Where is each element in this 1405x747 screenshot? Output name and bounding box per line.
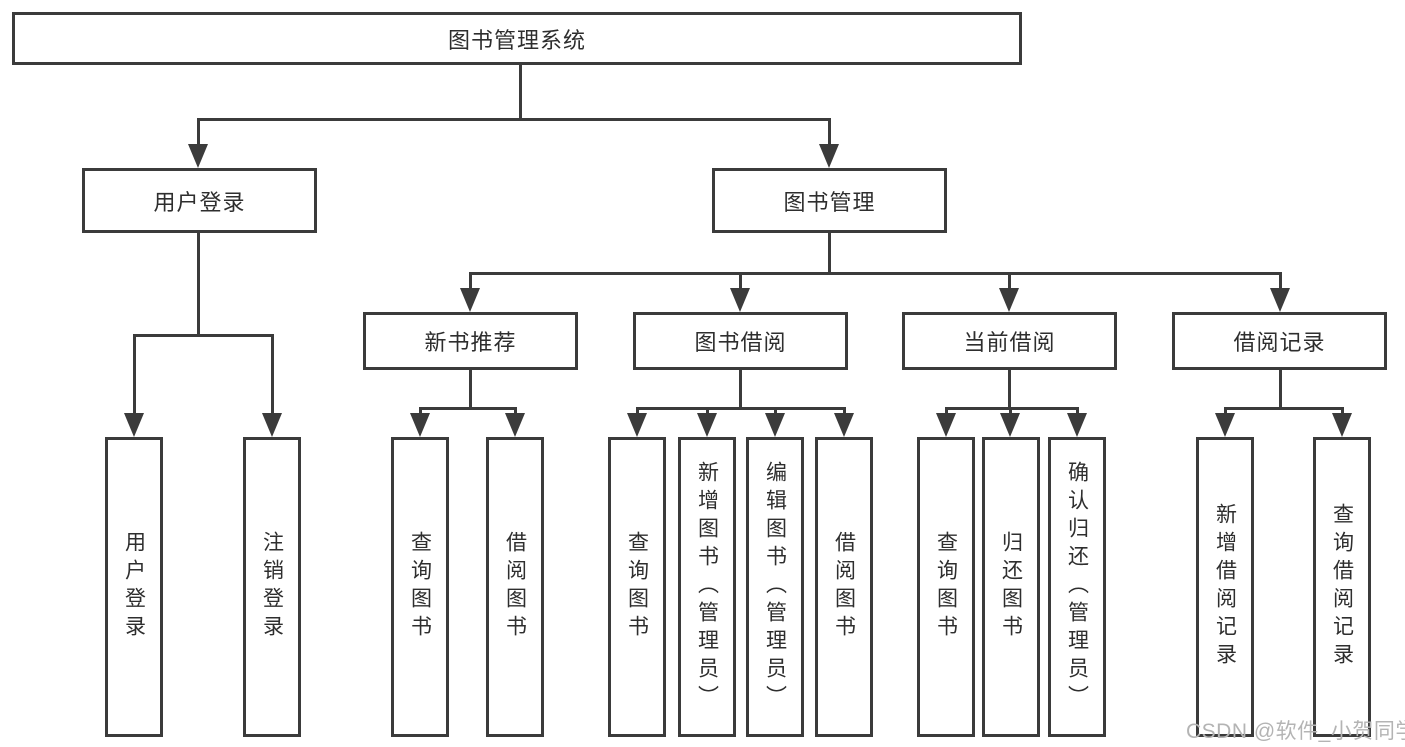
connector-line [469,272,472,292]
leaf-label: 新增图书（管理员） [695,461,719,713]
connector-line [1076,407,1079,417]
arrow-down-icon [1000,413,1020,437]
leaf-borrow-query-books: 查询图书 [608,437,666,737]
connector-line [636,407,846,410]
node-label: 图书管理 [783,189,876,215]
connector-line [1009,407,1012,417]
node-user-login: 用户登录 [82,168,317,233]
connector-line [197,118,200,148]
connector-line [469,370,472,410]
node-library-management-system: 图书管理系统 [12,12,1022,65]
arrow-down-icon [1215,413,1235,437]
leaf-label: 借阅图书 [832,531,856,643]
leaf-current-confirm-return-admin: 确认归还（管理员） [1048,437,1106,737]
arrow-down-icon [627,413,647,437]
leaf-borrow-borrow-books: 借阅图书 [815,437,873,737]
node-current-borrowing: 当前借阅 [902,312,1117,370]
leaf-logout: 注销登录 [243,437,301,737]
connector-line [1224,407,1344,410]
node-label: 图书借阅 [694,330,787,355]
leaf-borrow-add-books-admin: 新增图书（管理员） [678,437,736,737]
node-label: 借阅记录 [1233,330,1326,355]
connector-line [1008,272,1011,292]
arrow-down-icon [505,413,525,437]
arrow-down-icon [410,413,430,437]
arrow-down-icon [188,144,208,168]
leaf-label: 归还图书 [999,531,1023,643]
node-book-borrowing: 图书借阅 [633,312,848,370]
connector-line [419,407,517,410]
leaf-label: 确认归还（管理员） [1065,461,1089,713]
connector-line [197,233,200,336]
connector-line [1279,370,1282,410]
node-label: 用户登录 [153,189,246,215]
leaf-label: 查询图书 [625,531,649,643]
connector-line [706,407,709,417]
connector-line [945,407,1079,410]
node-borrowing-records: 借阅记录 [1172,312,1387,370]
connector-line [514,407,517,417]
connector-line [271,334,274,416]
node-new-book-recommend: 新书推荐 [363,312,578,370]
arrow-down-icon [730,288,750,312]
leaf-label: 查询图书 [408,531,432,643]
connector-line [843,407,846,417]
connector-line [828,118,831,148]
connector-line [1279,272,1282,292]
leaf-newbook-query-books: 查询图书 [391,437,449,737]
leaf-newbook-borrow-books: 借阅图书 [486,437,544,737]
leaf-user-login: 用户登录 [105,437,163,737]
connector-line [636,407,639,417]
connector-line [1008,370,1011,410]
node-book-management: 图书管理 [712,168,947,233]
leaf-current-query-books: 查询图书 [917,437,975,737]
connector-line [133,334,136,416]
arrow-down-icon [1067,413,1087,437]
connector-line [739,272,742,292]
node-label: 图书管理系统 [447,27,586,53]
leaf-records-add-record: 新增借阅记录 [1196,437,1254,737]
arrow-down-icon [1270,288,1290,312]
connector-line [197,118,831,121]
leaf-label: 借阅图书 [503,531,527,643]
node-label: 新书推荐 [424,330,517,355]
arrow-down-icon [819,144,839,168]
leaf-label: 新增借阅记录 [1213,503,1237,671]
arrow-down-icon [834,413,854,437]
arrow-down-icon [1332,413,1352,437]
connector-line [1341,407,1344,417]
arrow-down-icon [999,288,1019,312]
connector-line [774,407,777,417]
leaf-current-return-books: 归还图书 [982,437,1040,737]
connector-line [828,233,831,274]
arrow-down-icon [460,288,480,312]
leaf-label: 用户登录 [122,531,146,643]
connector-line [519,64,522,118]
connector-line [945,407,948,417]
arrow-down-icon [936,413,956,437]
connector-line [133,334,274,337]
connector-line [469,272,1282,275]
leaf-label: 查询图书 [934,531,958,643]
leaf-borrow-edit-books-admin: 编辑图书（管理员） [746,437,804,737]
connector-line [739,370,742,410]
connector-line [419,407,422,417]
arrow-down-icon [697,413,717,437]
leaf-label: 注销登录 [260,531,284,643]
connector-line [1224,407,1227,417]
csdn-watermark: CSDN @软件_小贺同学 [1186,720,1405,743]
leaf-label: 编辑图书（管理员） [763,461,787,713]
leaf-records-query-record: 查询借阅记录 [1313,437,1371,737]
arrow-down-icon [262,413,282,437]
arrow-down-icon [124,413,144,437]
arrow-down-icon [765,413,785,437]
leaf-label: 查询借阅记录 [1330,503,1354,671]
node-label: 当前借阅 [963,330,1056,355]
